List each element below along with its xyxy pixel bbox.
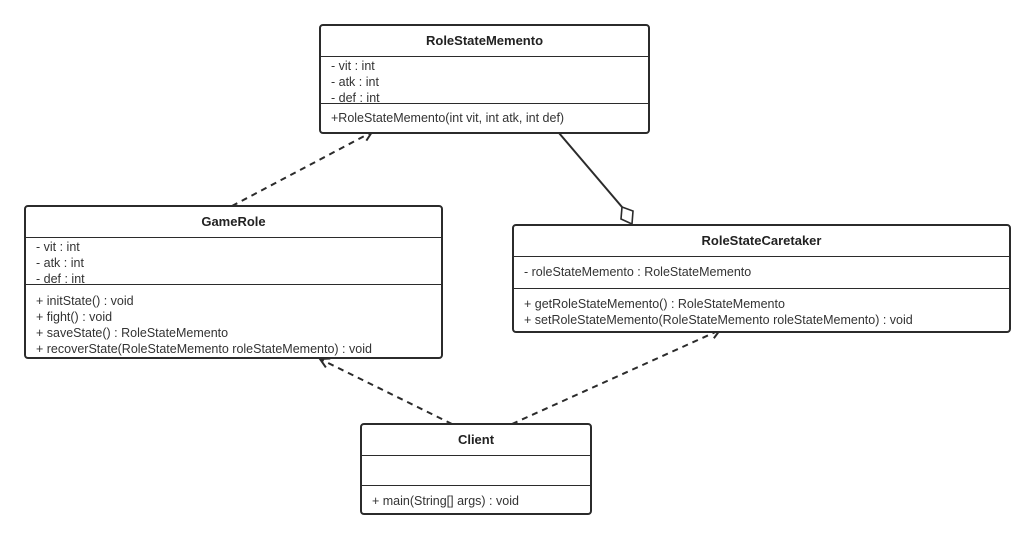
operations-section: + initState() : void + fight() : void + … xyxy=(26,285,441,357)
attribute: - vit : int xyxy=(36,240,80,254)
dependency-client-to-caretaker xyxy=(511,330,720,425)
operations-section: + getRoleStateMemento() : RoleStateMemen… xyxy=(514,289,1009,330)
attribute: - vit : int xyxy=(331,59,375,73)
attribute: - def : int xyxy=(331,91,380,105)
class-name: Client xyxy=(362,425,590,456)
attributes-section xyxy=(362,456,590,486)
attribute: - atk : int xyxy=(36,256,84,270)
class-rolestatecaretaker[interactable]: RoleStateCaretaker - roleStateMemento : … xyxy=(512,224,1011,333)
operation: + fight() : void xyxy=(36,310,113,324)
operation: + recoverState(RoleStateMemento roleStat… xyxy=(36,342,372,356)
dependency-gamerole-to-memento xyxy=(231,132,372,207)
operations-section: + main(String[] args) : void xyxy=(362,486,590,511)
class-gamerole[interactable]: GameRole - vit : int - atk : int - def :… xyxy=(24,205,443,359)
attributes-section: - vit : int - atk : int - def : int xyxy=(26,238,441,286)
class-client[interactable]: Client + main(String[] args) : void xyxy=(360,423,592,515)
attribute: - roleStateMemento : RoleStateMemento xyxy=(524,265,752,279)
dependency-client-to-gamerole xyxy=(320,359,453,425)
attributes-section: - roleStateMemento : RoleStateMemento xyxy=(514,257,1009,289)
aggregation-diamond xyxy=(620,205,634,226)
aggregation-memento-caretaker xyxy=(558,132,623,208)
operation: + setRoleStateMemento(RoleStateMemento r… xyxy=(524,313,913,327)
class-rolestatememento[interactable]: RoleStateMemento - vit : int - atk : int… xyxy=(319,24,650,134)
operation: + main(String[] args) : void xyxy=(372,494,519,508)
class-name: RoleStateMemento xyxy=(321,26,648,57)
attribute: - def : int xyxy=(36,272,85,286)
attributes-section: - vit : int - atk : int - def : int xyxy=(321,57,648,105)
attribute: - atk : int xyxy=(331,75,379,89)
operation: +RoleStateMemento(int vit, int atk, int … xyxy=(331,111,565,125)
operations-section: +RoleStateMemento(int vit, int atk, int … xyxy=(321,104,648,128)
operation: + initState() : void xyxy=(36,294,134,308)
class-name: RoleStateCaretaker xyxy=(514,226,1009,257)
operation: + getRoleStateMemento() : RoleStateMemen… xyxy=(524,297,785,311)
class-name: GameRole xyxy=(26,207,441,238)
operation: + saveState() : RoleStateMemento xyxy=(36,326,229,340)
